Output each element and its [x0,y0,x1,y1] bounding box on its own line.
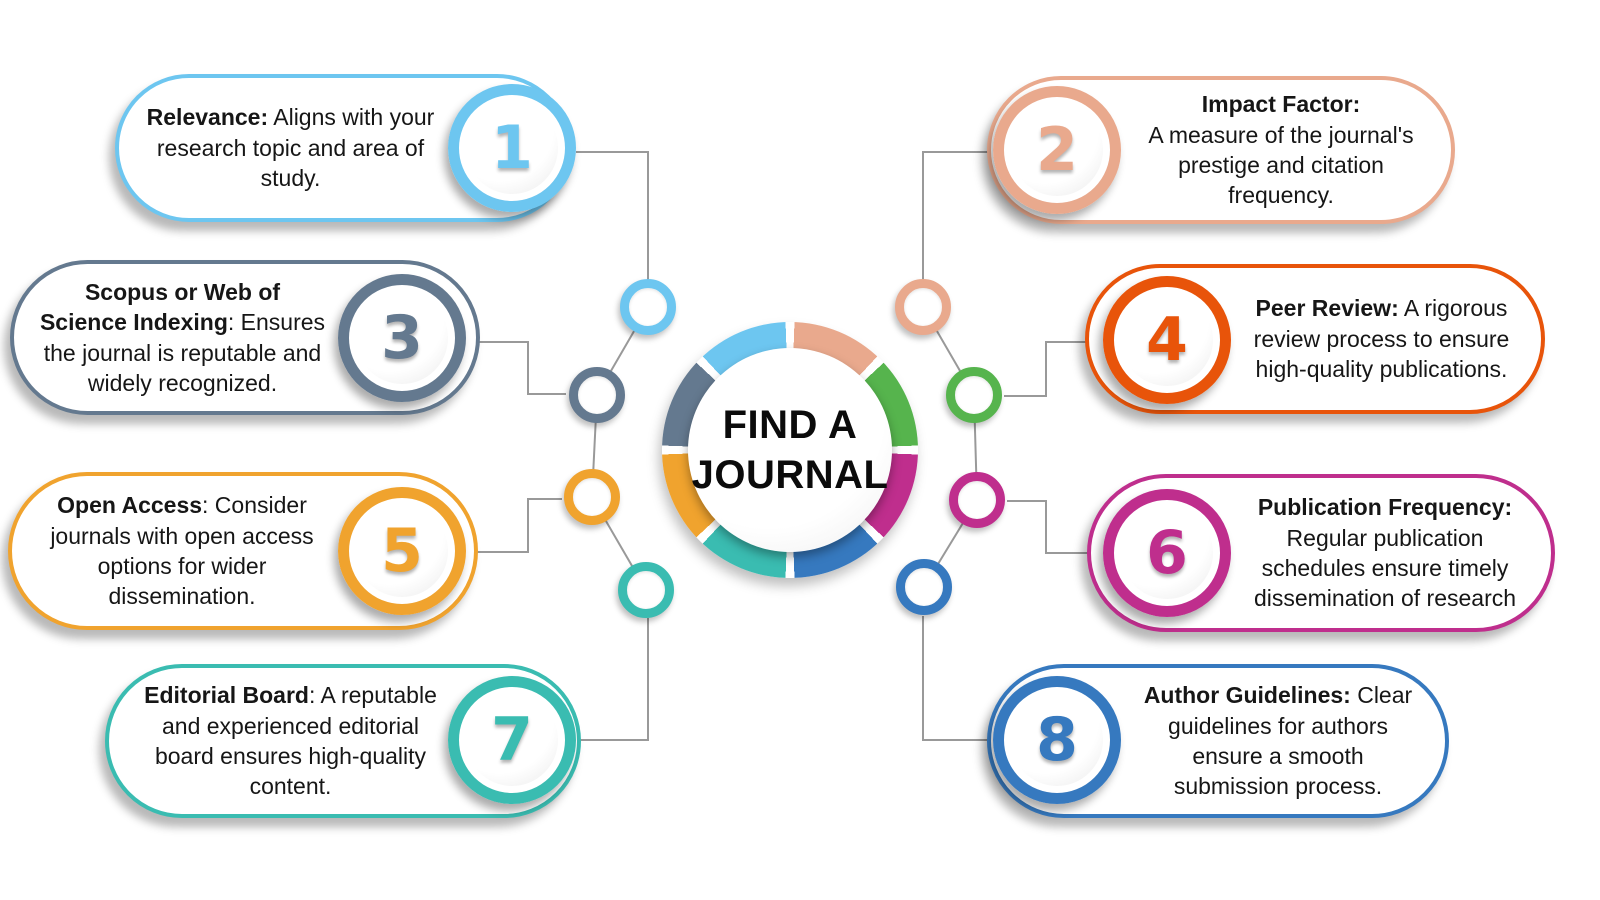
item-3-text: Scopus or Web of Science Indexing: Ensur… [39,277,326,398]
node-peach-icon [895,279,951,335]
connector-item-1 [576,151,649,281]
item-6-number-badge: 6 [1103,489,1231,617]
node-blue-icon [896,559,952,615]
node-chain-right [922,306,979,588]
node-magenta-icon [949,472,1005,528]
item-5-title: Open Access [57,492,203,519]
node-teal-icon [618,562,674,618]
item-1-title: Relevance: [146,104,269,131]
node-lightblue-icon [620,279,676,335]
connector-item-4 [1004,341,1105,397]
item-4-text: Peer Review: A rigorous review process t… [1244,293,1519,384]
item-4-title: Peer Review: [1255,295,1399,322]
item-8-number: 8 [1036,705,1078,775]
item-7-number-badge: 7 [448,676,576,804]
item-2-title: Impact Factor: [1201,91,1361,118]
item-8-number-badge: 8 [993,676,1121,804]
connector-item-6 [1007,500,1105,554]
item-1-number: 1 [491,113,533,183]
item-4-number-badge: 4 [1103,276,1231,404]
connector-item-8 [922,616,990,741]
item-8-title: Author Guidelines: [1143,682,1351,709]
item-7-body: : A reputable and experienced editorial … [154,682,437,800]
item-1-text: Relevance: Aligns with your research top… [144,102,437,193]
connector-item-5 [468,498,562,553]
node-green-icon [946,367,1002,423]
item-6-title: Publication Frequency: [1257,494,1513,521]
connector-item-3 [468,341,566,395]
center-label: FIND A JOURNAL [688,348,892,552]
item-1-body: Aligns with your research topic and area… [156,104,435,192]
item-6-number: 6 [1146,518,1188,588]
connector-item-2 [922,151,990,281]
connector-item-7 [576,618,649,741]
item-2-text: Impact Factor: A measure of the journal's… [1136,89,1426,210]
item-8-text: Author Guidelines: Clear guidelines for … [1136,680,1420,801]
item-2-body: A measure of the journal's prestige and … [1148,121,1414,209]
item-6-text: Publication Frequency: Regular publicati… [1241,492,1529,613]
node-orange-icon [564,469,620,525]
item-3-number-badge: 3 [338,274,466,402]
item-5-number: 5 [381,516,423,586]
item-7-number: 7 [491,705,533,775]
item-6-body: Regular publication schedules ensure tim… [1253,524,1517,612]
node-chain-left [590,306,649,591]
center-title-line2: JOURNAL [691,453,889,497]
item-7-title: Editorial Board [144,682,309,709]
item-5-number-badge: 5 [338,487,466,615]
center-title-line1: FIND A [722,403,858,447]
item-4-number: 4 [1146,305,1188,375]
item-5-text: Open Access: Consider journals with open… [40,490,324,611]
item-1-number-badge: 1 [448,84,576,212]
item-8-body: Clear guidelines for authors ensure a sm… [1168,682,1413,800]
item-3-body: : Ensures the journal is reputable and w… [43,309,326,396]
node-slate-icon [569,367,625,423]
item-3-title: Scopus or Web of Science Indexing [39,278,281,336]
item-4-body: A rigorous review process to ensure high… [1253,295,1510,383]
item-7-text: Editorial Board: A reputable and experie… [139,680,442,801]
item-3-number: 3 [381,303,423,373]
item-5-body: : Consider journals with open access opt… [50,492,314,610]
item-2-number: 2 [1036,115,1078,185]
item-2-number-badge: 2 [993,86,1121,214]
